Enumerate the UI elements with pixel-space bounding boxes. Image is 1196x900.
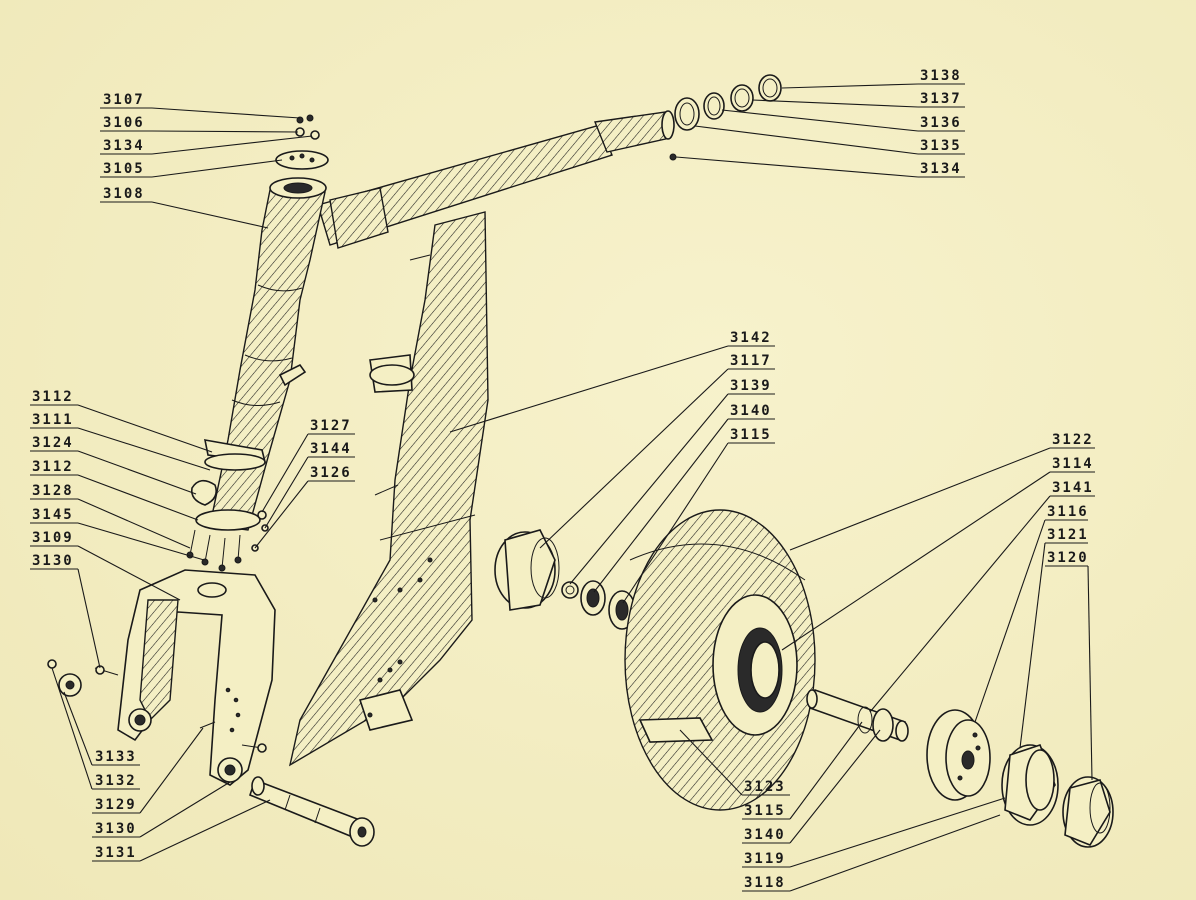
- label-3116: 3116: [1047, 504, 1089, 520]
- label-3123: 3123: [744, 779, 786, 795]
- label-3124: 3124: [32, 435, 74, 451]
- label-3115: 3115: [744, 803, 786, 819]
- label-3105: 3105: [103, 161, 145, 177]
- label-3138: 3138: [920, 68, 962, 84]
- label-3130: 3130: [95, 821, 137, 837]
- label-3122: 3122: [1052, 432, 1094, 448]
- label-3112: 3112: [32, 459, 74, 475]
- label-3134: 3134: [103, 138, 145, 154]
- label-3114: 3114: [1052, 456, 1094, 472]
- label-3129: 3129: [95, 797, 137, 813]
- label-layer: 3107 3106 3134 3105 3108 3112 3111 3124 …: [30, 68, 1095, 892]
- label-3126: 3126: [310, 465, 352, 481]
- main-wheel-tire: [624, 509, 816, 811]
- label-3115: 3115: [730, 427, 772, 443]
- hub-axle: [806, 688, 909, 742]
- brake-shoes: [1001, 743, 1114, 848]
- label-3108: 3108: [103, 186, 145, 202]
- label-3107: 3107: [103, 92, 145, 108]
- label-3142: 3142: [730, 330, 772, 346]
- label-3133: 3133: [95, 749, 137, 765]
- label-3130: 3130: [32, 553, 74, 569]
- strut-assembly: [186, 110, 675, 572]
- label-3121: 3121: [1047, 527, 1089, 543]
- label-3117: 3117: [730, 353, 772, 369]
- brake-drum-bearings: [494, 529, 636, 630]
- label-3145: 3145: [32, 507, 74, 523]
- label-3136: 3136: [920, 115, 962, 131]
- seal-rings: [669, 74, 782, 161]
- wheel-fork: [117, 569, 276, 786]
- label-3144: 3144: [310, 441, 352, 457]
- label-3140: 3140: [744, 827, 786, 843]
- label-3112: 3112: [32, 389, 74, 405]
- label-3119: 3119: [744, 851, 786, 867]
- axle-pin: [249, 776, 375, 847]
- label-3127: 3127: [310, 418, 352, 434]
- label-3137: 3137: [920, 91, 962, 107]
- label-3131: 3131: [95, 845, 137, 861]
- label-3140: 3140: [730, 403, 772, 419]
- brake-disc: [926, 709, 991, 801]
- label-3111: 3111: [32, 412, 74, 428]
- label-3128: 3128: [32, 483, 74, 499]
- label-3139: 3139: [730, 378, 772, 394]
- label-3109: 3109: [32, 530, 74, 546]
- label-3132: 3132: [95, 773, 137, 789]
- fairing-panel: [288, 211, 489, 767]
- label-3120: 3120: [1047, 550, 1089, 566]
- label-3118: 3118: [744, 875, 786, 891]
- label-3141: 3141: [1052, 480, 1094, 496]
- label-3106: 3106: [103, 115, 145, 131]
- top-cap-parts: [275, 114, 329, 170]
- label-3135: 3135: [920, 138, 962, 154]
- label-3134: 3134: [920, 161, 962, 177]
